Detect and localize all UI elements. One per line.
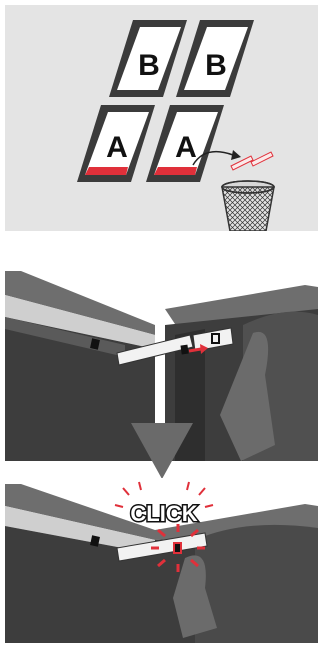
window-b-left: B xyxy=(109,20,187,97)
trash-bin-icon xyxy=(222,181,274,231)
down-triangle-arrow-icon xyxy=(131,423,193,479)
connector-after-panel: CLICK xyxy=(5,478,318,643)
window-a-right: A xyxy=(146,105,224,182)
windows-illustration: B B A A xyxy=(5,5,318,231)
red-strip-right xyxy=(154,167,197,175)
window-letter-b-left: B xyxy=(138,49,160,82)
click-label: CLICK xyxy=(130,501,197,526)
removal-instructions-panel: B B A A xyxy=(5,5,318,231)
red-strip-left xyxy=(85,167,128,175)
window-letter-a-left: A xyxy=(106,131,128,164)
frame-after-illustration: CLICK xyxy=(5,478,318,643)
window-letter-b-right: B xyxy=(205,49,227,82)
window-a-left: A xyxy=(77,105,155,182)
click-label-group: CLICK xyxy=(115,482,213,526)
window-b-right: B xyxy=(176,20,254,97)
window-letter-a-right: A xyxy=(175,131,197,164)
